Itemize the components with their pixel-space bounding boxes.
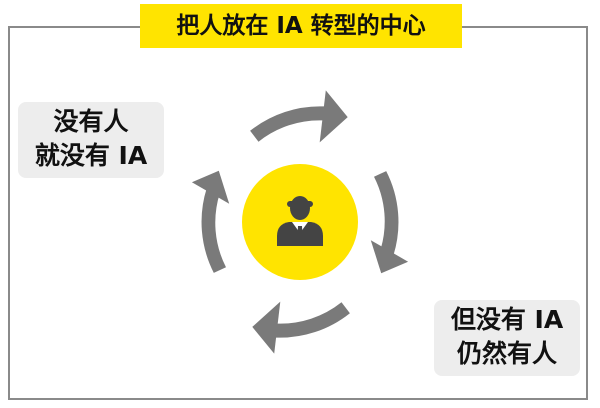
note-left-line-2: 就没有 IA [34,141,148,170]
cycle-arrow-top [250,106,325,142]
cycle-arrow-head-right [370,240,409,274]
note-people-without-ia: 但没有 IA 仍然有人 [434,300,580,376]
note-left-line-1: 没有人 [53,107,129,136]
title-banner: 把人放在 IA 转型的中心 [140,4,462,48]
cycle-arrow-right [374,171,399,256]
cycle-arrow-head-top [319,90,348,143]
title-text: 把人放在 IA 转型的中心 [176,13,426,39]
cycle-arrow-left [201,188,226,273]
person-in-suit-icon [277,196,323,246]
cycle-arrow-head-bottom [252,301,281,354]
note-right-line-2: 仍然有人 [456,339,557,368]
cycle-arrow-head-left [191,170,230,204]
note-no-people-no-ia: 没有人 就没有 IA [18,102,164,178]
note-right-line-1: 但没有 IA [450,305,564,334]
cycle-arrow-bottom [275,302,350,338]
